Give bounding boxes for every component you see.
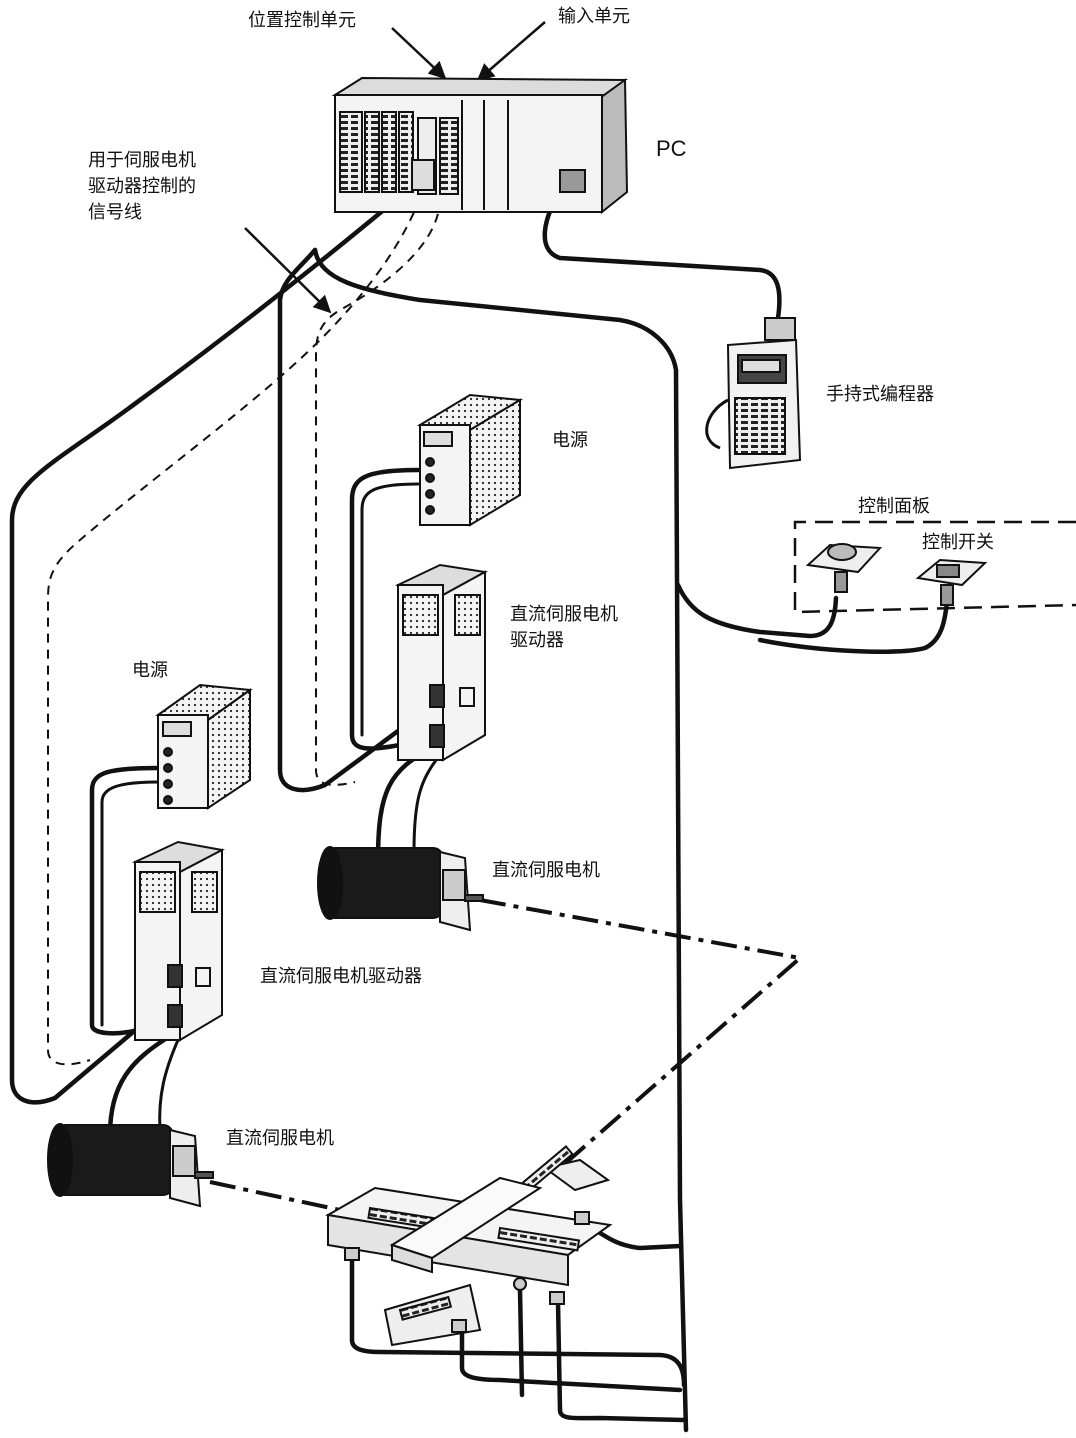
- main-cables: [9, 185, 950, 1433]
- label-input-unit: 输入单元: [558, 6, 630, 27]
- cable-table-sensors: [349, 1255, 687, 1388]
- cable-panel-switch: [757, 599, 950, 654]
- label-driver-left: 直流伺服电机驱动器: [260, 966, 422, 987]
- control-panel-frame: [793, 520, 1076, 614]
- cable-pc-left-driver: [9, 185, 413, 1105]
- power-supply-left-icon: [155, 683, 253, 810]
- dc-servo-motor-right-icon: [317, 846, 484, 932]
- label-position-control-unit: 位置控制单元: [248, 10, 356, 31]
- cable-right-motor: [375, 745, 435, 863]
- mechanical-couplings: [209, 898, 805, 1212]
- xy-table-icon: [325, 1145, 613, 1347]
- cable-left-power: [89, 765, 161, 1036]
- label-signal-line: 用于伺服电机 驱动器控制的 信号线: [88, 150, 196, 223]
- cable-right-power: [349, 467, 421, 751]
- cable-left-motor: [107, 1032, 175, 1138]
- label-control-panel: 控制面板: [858, 496, 930, 517]
- cable-bus-panel: [675, 582, 839, 639]
- label-power-supply-right: 电源: [552, 430, 588, 451]
- signal-lines: [47, 197, 441, 1066]
- arrow-signal-line: [244, 227, 332, 314]
- label-driver-right: 直流伺服电机 驱动器: [510, 604, 618, 651]
- coupling-left-motor: [209, 1180, 341, 1212]
- cable-pc-right-driver: [277, 247, 443, 793]
- power-supply-right-icon: [416, 393, 524, 527]
- push-button-icon: [805, 543, 988, 606]
- label-control-switch: 控制开关: [922, 532, 994, 553]
- arrow-position-unit: [391, 27, 447, 80]
- servo-driver-right-icon: [394, 563, 489, 762]
- dc-servo-motor-left-icon: [47, 1123, 214, 1208]
- annotation-arrows: [244, 21, 546, 314]
- signal-line-right: [315, 197, 441, 786]
- label-power-supply-left: 电源: [132, 660, 168, 681]
- signal-line-left: [47, 197, 421, 1066]
- label-motor-right: 直流伺服电机: [492, 860, 600, 881]
- coupling-right-motor: [479, 898, 805, 1170]
- servo-driver-left-icon: [131, 840, 226, 1042]
- label-handheld-programmer: 手持式编程器: [826, 384, 934, 405]
- label-pc: PC: [656, 136, 687, 161]
- handheld-programmer-icon: [705, 317, 802, 470]
- cable-pc-bus: [312, 247, 689, 1433]
- cable-pc-programmer: [542, 189, 782, 321]
- label-motor-left: 直流伺服电机: [226, 1128, 334, 1149]
- arrow-input-unit: [476, 21, 546, 82]
- plc-rack-icon: [331, 76, 629, 215]
